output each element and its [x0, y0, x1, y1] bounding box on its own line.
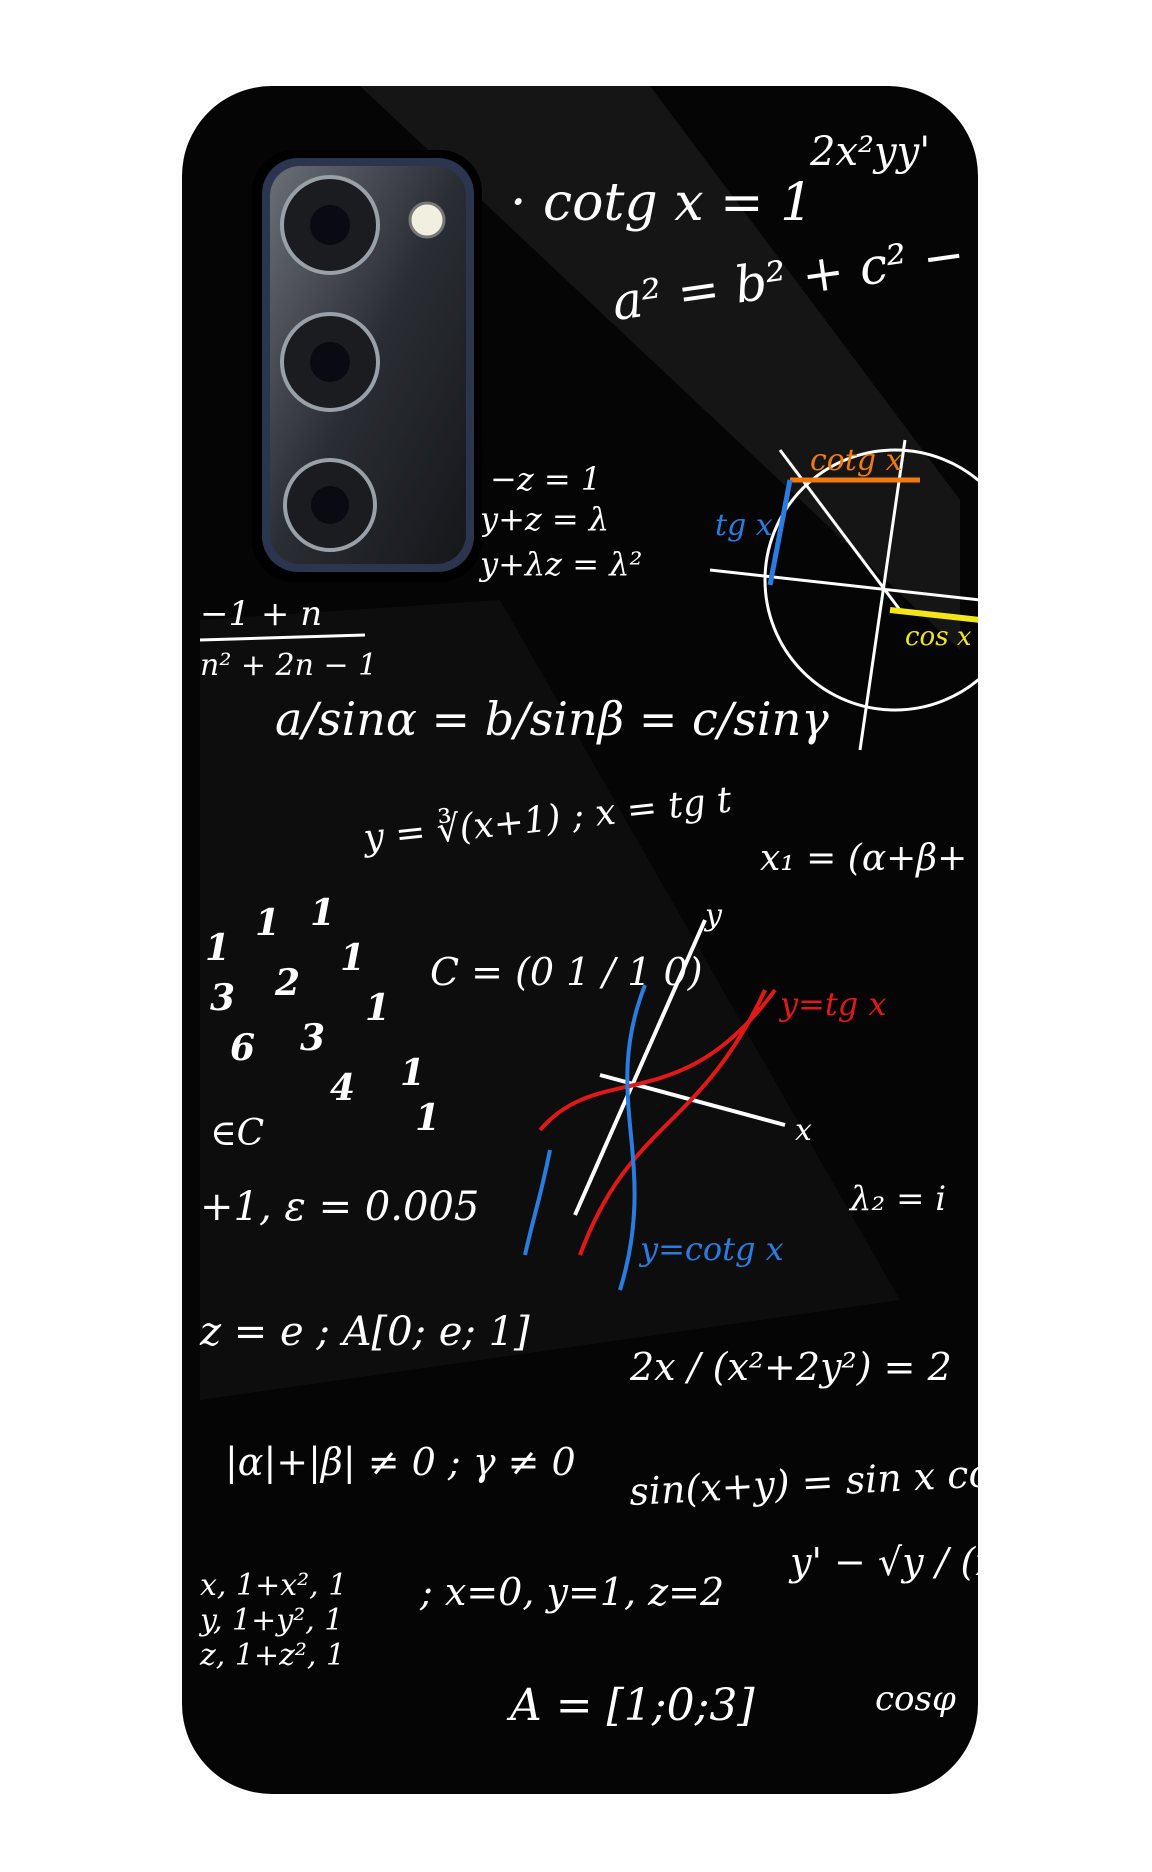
shadow-band	[360, 86, 960, 650]
number: 2	[274, 962, 300, 1004]
unit-circle-diagram	[709, 439, 978, 751]
cos-label: cos x	[905, 622, 972, 652]
formula: y+λz = λ²	[478, 545, 642, 583]
axis-y-label: y	[703, 898, 723, 933]
shadow-band	[200, 600, 900, 1400]
formula: C = (0 1 / 1 0)	[430, 950, 703, 994]
formula: y+z = λ	[478, 500, 609, 538]
ytg-label: y=tg x	[778, 985, 886, 1023]
formula: λ₂ = i	[848, 1179, 946, 1219]
ycotg-label: y=cotg x	[638, 1230, 784, 1268]
number: 3	[210, 977, 235, 1019]
flash-icon	[408, 201, 446, 239]
fraction-line	[199, 633, 366, 642]
camera-module	[252, 150, 482, 582]
formula: ; x=0, y=1, z=2	[419, 1570, 724, 1614]
formula: A = [1;0;3]	[506, 1680, 755, 1731]
number: 1	[400, 1052, 425, 1094]
formula: z, 1+z², 1	[199, 1638, 345, 1673]
cotg-label: cotg x	[810, 443, 903, 478]
function-graph	[523, 919, 786, 1291]
number: 1	[255, 902, 280, 944]
number: 6	[230, 1027, 255, 1069]
formula: +1, ε = 0.005	[200, 1184, 479, 1230]
formula: x₁ = (α+β+	[760, 838, 967, 879]
formula: y' − √y / (x+2)	[788, 1540, 1068, 1584]
number: 1	[340, 937, 365, 979]
formula: cosφ	[875, 1679, 956, 1719]
number: 3	[300, 1017, 325, 1059]
camera-lens-icon	[280, 312, 380, 412]
formula: n² + 2n − 1	[200, 648, 377, 683]
formula: −1 + n	[200, 594, 322, 634]
camera-lens-icon	[280, 175, 380, 275]
axis-x-label: x	[795, 1113, 812, 1148]
number: 4	[330, 1067, 355, 1109]
camera-lens-icon	[283, 458, 377, 552]
number: 1	[205, 927, 230, 969]
formula: y, 1+y², 1	[198, 1603, 343, 1638]
formula: |α|+|β| ≠ 0 ; γ ≠ 0	[225, 1440, 576, 1484]
formula: x, 1+x², 1	[200, 1568, 347, 1603]
number: 1	[310, 892, 335, 934]
formula: 2x / (x²+2y²) = 2	[629, 1345, 952, 1389]
formula: · cotg x = 1	[510, 173, 813, 233]
formula: z = e ; A[0; e; 1]	[199, 1309, 530, 1355]
tg-label: tg x	[715, 508, 773, 543]
number: 1	[365, 987, 390, 1029]
formula: −z = 1	[490, 460, 601, 498]
formula: a/sinα = b/sinβ = c/sinγ	[275, 692, 829, 746]
number: 1	[415, 1097, 440, 1139]
formula: 2x²yy'	[809, 129, 930, 175]
formula: ∈C	[210, 1113, 264, 1154]
